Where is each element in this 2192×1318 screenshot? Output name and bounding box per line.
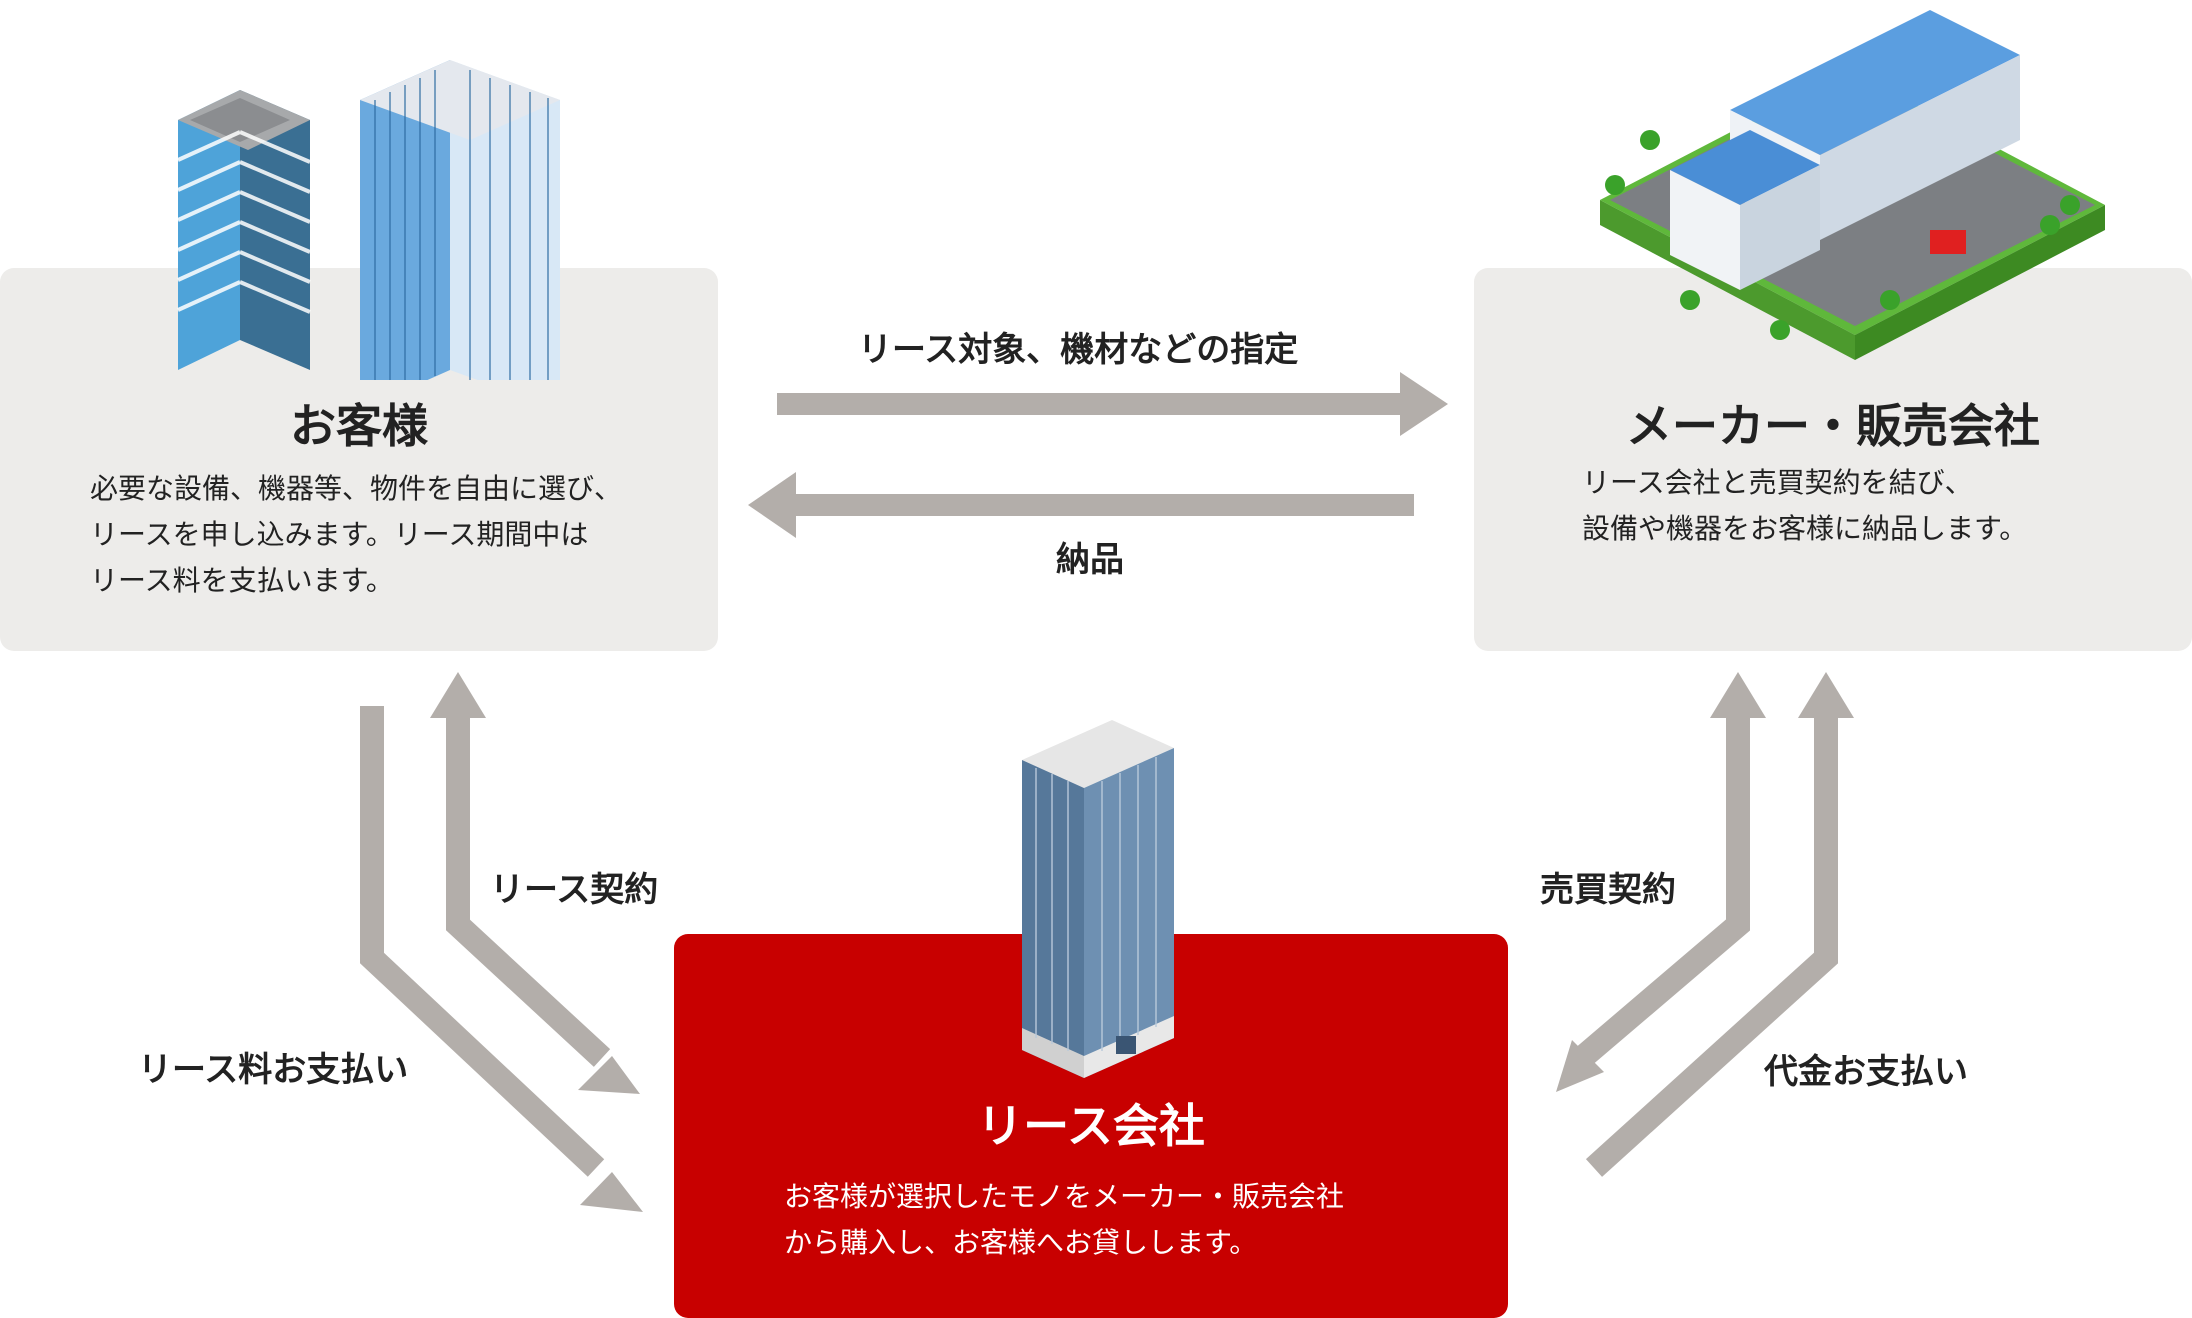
- office-buildings-icon: [177, 60, 560, 380]
- arrowhead-lease-fee: [580, 1172, 643, 1212]
- label-delivery: 納品: [1056, 540, 1124, 580]
- label-lease-contract: リース契約: [490, 870, 659, 910]
- label-payment: 代金お支払い: [1764, 1052, 1968, 1092]
- arrowhead-lease-contract: [430, 672, 486, 718]
- arrow-lease-fee: [360, 706, 605, 1177]
- label-lease-fee: リース料お支払い: [138, 1050, 409, 1090]
- arrow-delivery: [748, 472, 1414, 538]
- customer-box: お客様 必要な設備、機器等、物件を自由に選び、 リースを申し込みます。リース期間…: [0, 268, 718, 651]
- maker-title: メーカー・販売会社: [1626, 399, 2040, 453]
- arrow-spec: [777, 372, 1448, 436]
- arrow-payment: [1585, 718, 1838, 1177]
- arrowhead-sales-contract: [1710, 672, 1766, 718]
- arrowhead-payment: [1798, 672, 1854, 718]
- maker-box: メーカー・販売会社 リース会社と売買契約を結び、 設備や機器をお客様に納品します…: [1474, 268, 2192, 651]
- factory-icon: [1600, 10, 2105, 360]
- arrowhead-sales-contract-end: [1556, 1040, 1604, 1092]
- arrowhead-lease-contract-end: [578, 1056, 640, 1094]
- customer-title: お客様: [290, 399, 428, 453]
- lease-company-building-icon: [1022, 720, 1174, 1078]
- arrow-sales-contract: [1574, 718, 1750, 1068]
- label-spec: リース対象、機材などの指定: [858, 330, 1299, 370]
- label-sales-contract: 売買契約: [1540, 870, 1676, 910]
- lease-company-title: リース会社: [977, 1099, 1205, 1153]
- lease-company-description: お客様が選択したモノをメーカー・販売会社 から購入し、お客様へお貸しします。: [784, 1180, 1345, 1259]
- maker-description: リース会社と売買契約を結び、 設備や機器をお客様に納品します。: [1582, 466, 2028, 545]
- customer-description: 必要な設備、機器等、物件を自由に選び、 リースを申し込みます。リース期間中は リ…: [90, 472, 623, 597]
- arrow-lease-contract: [446, 718, 611, 1067]
